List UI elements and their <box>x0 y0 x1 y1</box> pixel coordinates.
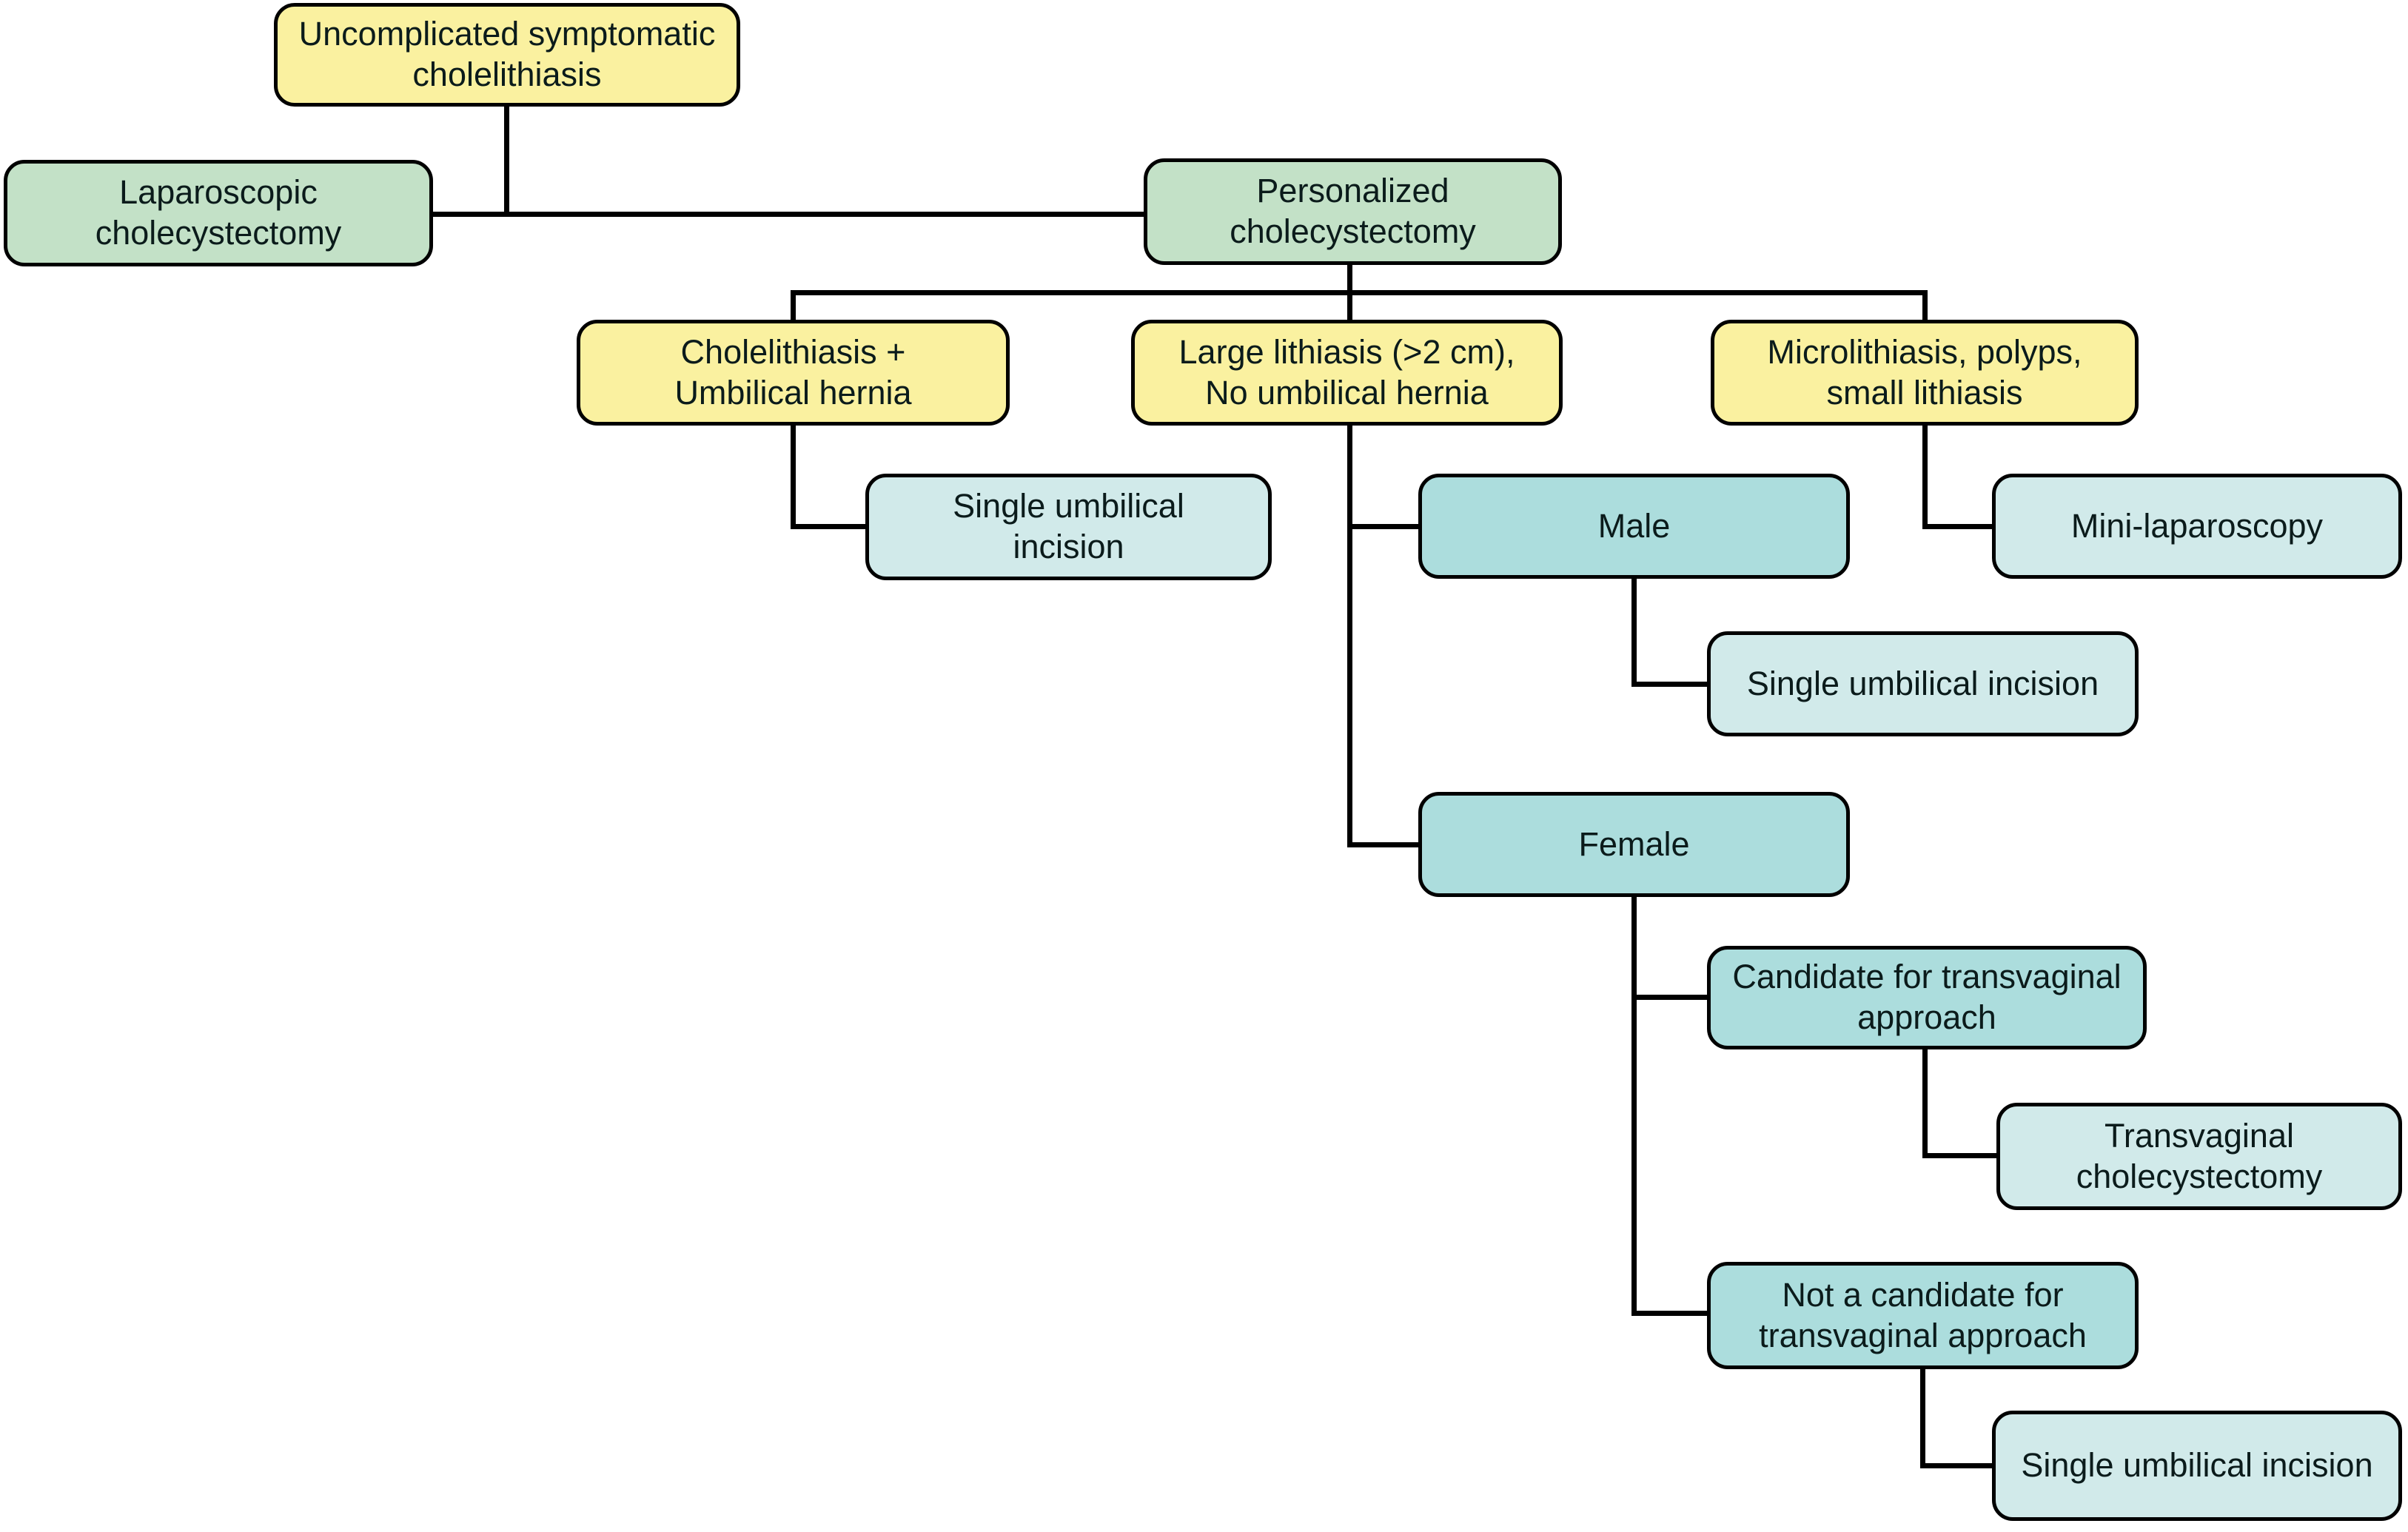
node-personalized-cholecystectomy: Personalized cholecystectomy <box>1144 158 1562 265</box>
node-large-lithiasis-no-umbilical-hernia: Large lithiasis (>2 cm), No umbilical he… <box>1131 320 1563 426</box>
connector-segment-horizontal <box>1631 1311 1707 1316</box>
connector-segment-horizontal <box>791 524 865 529</box>
node-female: Female <box>1418 792 1850 897</box>
node-label: Mini-laparoscopy <box>2070 506 2324 545</box>
node-uncomplicated-symptomatic-cholelithiasis: Uncomplicated symptomatic cholelithiasis <box>274 3 740 107</box>
connector-segment-vertical <box>1347 426 1352 847</box>
connector-segment-horizontal <box>1922 524 1992 529</box>
node-label: Not a candidate for transvaginal approac… <box>1759 1275 2087 1354</box>
node-label: Cholelithiasis + Umbilical hernia <box>674 332 912 411</box>
connector-segment-vertical <box>791 290 796 320</box>
node-label: Single umbilical incision <box>1746 664 2099 702</box>
connector-segment-horizontal <box>1347 524 1418 529</box>
node-cholelithiasis-umbilical-hernia: Cholelithiasis + Umbilical hernia <box>577 320 1010 426</box>
node-label: Large lithiasis (>2 cm), No umbilical he… <box>1178 332 1515 411</box>
node-transvaginal-cholecystectomy: Transvaginal cholecystectomy <box>1996 1103 2402 1210</box>
node-single-umbilical-incision-male: Single umbilical incision <box>1707 631 2139 736</box>
node-label: Laparoscopic cholecystectomy <box>95 173 342 252</box>
node-label: Personalized cholecystectomy <box>1230 172 1476 250</box>
connector-segment-horizontal <box>433 212 1144 217</box>
node-label: Microlithiasis, polyps, small lithiasis <box>1767 332 2082 411</box>
connector-segment-vertical <box>1922 290 1928 320</box>
connector-segment-horizontal <box>1347 842 1418 847</box>
connector-segment-vertical <box>504 107 509 217</box>
node-label: Transvaginal cholecystectomy <box>2076 1116 2323 1195</box>
connector-segment-horizontal <box>791 290 1928 295</box>
node-label: Female <box>1578 824 1690 863</box>
node-laparoscopic-cholecystectomy: Laparoscopic cholecystectomy <box>4 160 433 266</box>
connector-segment-vertical <box>791 426 796 529</box>
node-label: Candidate for transvaginal approach <box>1732 958 2122 1036</box>
connector-segment-horizontal <box>1922 1153 1996 1158</box>
connector-segment-vertical <box>1920 1369 1925 1468</box>
node-not-a-candidate-for-transvaginal-approach: Not a candidate for transvaginal approac… <box>1707 1262 2139 1369</box>
node-label: Single umbilical incision <box>2021 1446 2373 1485</box>
node-label: Single umbilical incision <box>953 487 1184 565</box>
connector-segment-vertical <box>1922 1049 1928 1158</box>
connector-segment-horizontal <box>1631 682 1707 687</box>
connector-segment-horizontal <box>1631 995 1707 1000</box>
node-label: Uncomplicated symptomatic cholelithiasis <box>298 15 716 93</box>
connector-segment-vertical <box>1922 426 1928 529</box>
node-single-umbilical-incision-hernia: Single umbilical incision <box>865 474 1272 580</box>
node-candidate-for-transvaginal-approach: Candidate for transvaginal approach <box>1707 946 2147 1049</box>
connector-segment-vertical <box>1631 897 1637 1316</box>
node-mini-laparoscopy: Mini-laparoscopy <box>1992 474 2402 579</box>
node-male: Male <box>1418 474 1850 579</box>
node-label: Male <box>1597 506 1671 545</box>
connector-segment-horizontal <box>1920 1463 1992 1468</box>
connector-segment-vertical <box>1631 579 1637 687</box>
node-microlithiasis-polyps-small-lithiasis: Microlithiasis, polyps, small lithiasis <box>1711 320 2139 426</box>
node-single-umbilical-incision-final: Single umbilical incision <box>1992 1411 2402 1521</box>
